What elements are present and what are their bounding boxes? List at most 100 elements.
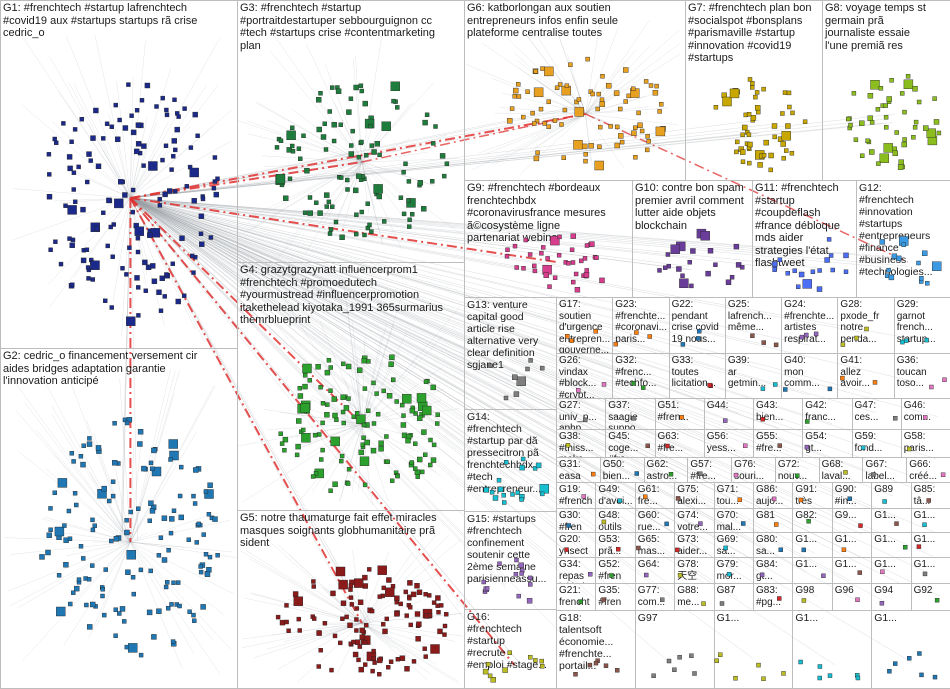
group-panel-g35: G35: #frenc... patrici... xyxy=(595,583,635,611)
group-panel-g85: G85: tâ... xyxy=(911,482,950,509)
group-label: G77: com... xyxy=(638,585,673,608)
group-panel-g110: G1... xyxy=(871,610,950,689)
group-label: G52: #frenc... xyxy=(598,559,633,584)
group-label: G46: com... xyxy=(904,400,949,423)
group-label: G15: #startups #frenchtech confinement s… xyxy=(467,513,555,585)
group-label: G49: d'avoi... xyxy=(598,484,633,507)
group-label: G1... xyxy=(914,510,949,522)
group-label: G34: repas initiativ... xyxy=(559,559,594,584)
group-panel-g39: G39: ar getmin... xyxy=(725,353,782,399)
group-label: G1... xyxy=(874,559,909,571)
group-panel-g84: G84: gt... xyxy=(753,557,793,584)
group-label: G85: tâ... xyxy=(914,484,949,507)
group-label: G7: #frenchtech plan bon #socialspot #bo… xyxy=(688,2,821,65)
group-panel-g57: G57: #fre... xyxy=(687,457,732,483)
group-panel-g56: G56: yess... xyxy=(704,429,754,458)
group-panel-g81: G81 xyxy=(753,508,793,533)
group-label: G86: aujo... xyxy=(756,484,791,507)
group-panel-g22: G22: pendant crise covid 19 nous... xyxy=(669,297,726,354)
group-label: G88: me... xyxy=(677,585,712,608)
group-label: G24: #frenchte... artistes respirat... xyxy=(784,299,836,345)
group-panel-g24: G24: #frenchte... artistes respirat... xyxy=(781,297,838,354)
group-label: G60: rue... xyxy=(638,510,673,533)
group-panel-g62: G62: astro... xyxy=(644,457,689,483)
group-label: G1... xyxy=(795,612,870,624)
group-panel-g87: G87 xyxy=(714,583,754,611)
group-label: G19: #frenchte... quebecret... amour ebo… xyxy=(559,484,594,509)
group-panel-g83: G83: #pg... xyxy=(753,583,793,611)
group-label: G21: frenchtec... devient #commun... xyxy=(559,585,594,611)
group-panel-g11: G11: #frenchtech #startup #coupdeflash #… xyxy=(752,180,857,298)
group-panel-g78: G78: 天空 xyxy=(674,557,714,584)
group-panel-g94: G94 xyxy=(871,583,911,611)
group-panel-g92: G92 xyxy=(911,583,950,611)
group-panel-g105: G1... xyxy=(832,557,872,584)
group-panel-g101: G1... xyxy=(832,532,872,558)
group-panel-g38: G38: #thiss... make... xyxy=(556,429,606,458)
group-panel-g99: G1... xyxy=(911,508,950,533)
group-label: G65: mas... xyxy=(638,534,673,557)
group-label: G96 xyxy=(835,585,870,597)
group-panel-g60: G60: rue... xyxy=(635,508,675,533)
group-panel-g100: G1... xyxy=(792,532,832,558)
group-label: G98 xyxy=(795,585,830,597)
group-panel-g55: G55: #fre... xyxy=(753,429,803,458)
group-panel-g90: G90: #in... xyxy=(832,482,872,509)
group-panel-g4: G4: grazytgrazynatt influencerprom1 #fre… xyxy=(237,262,465,511)
group-label: G69: sa... xyxy=(717,534,752,557)
group-panel-g93: G9... xyxy=(832,508,872,533)
group-label: G6: katborlongan aux soutien entrepreneu… xyxy=(467,2,684,40)
group-label: G53: prã... xyxy=(598,534,633,557)
group-label: G2: cedric_o financement versement cir a… xyxy=(3,350,236,388)
group-panel-g69: G69: sa... xyxy=(714,532,754,558)
group-label: G51: #fren... xyxy=(658,400,703,423)
group-label: G66: créé... xyxy=(909,459,949,482)
group-label: G58: paris... xyxy=(904,431,949,454)
group-panel-g3: G3: #frenchtech #startup #portraitdestar… xyxy=(237,0,465,263)
group-panel-g14: G14: #frenchtech #startup par dã pressec… xyxy=(464,409,557,512)
group-label: G92 xyxy=(914,585,949,597)
group-label: G29: garnot french... startup... xyxy=(897,299,949,345)
group-label: G91: très xyxy=(795,484,830,507)
group-label: G27: univ_p... aphp kering... xyxy=(559,400,604,430)
group-label: G35: #frenc... patrici... xyxy=(598,585,633,611)
group-panel-g44: G44: xyxy=(704,398,754,430)
group-panel-g103: G1... xyxy=(911,532,950,558)
group-label: G39: ar getmin... xyxy=(728,355,780,390)
group-label: G84: gt... xyxy=(756,559,791,582)
group-label: G59: fond... xyxy=(855,431,900,454)
group-panel-g68: G68: laval... xyxy=(819,457,864,483)
group-label: G33: toutes licitation... xyxy=(672,355,724,390)
group-panel-g70: G70: mal... xyxy=(714,508,754,533)
group-label: G57: #fre... xyxy=(690,459,730,482)
group-panel-g34: G34: repas initiativ... xyxy=(556,557,596,584)
group-panel-g45: G45: coge... #fre... xyxy=(605,429,655,458)
group-panel-g13: G13: venture capital good article rise a… xyxy=(464,297,557,410)
group-label: G16: #frenchtech #startup #recrute #empl… xyxy=(467,611,555,671)
group-label: G1... xyxy=(874,612,949,624)
group-label: G61: fre... xyxy=(638,484,673,507)
group-label: G43: bien... xyxy=(756,400,801,423)
group-label: G80: sa... xyxy=(756,534,791,557)
group-panel-g64: G64: xyxy=(635,557,675,584)
group-panel-g30: G30: #frenc... france... xyxy=(556,508,596,533)
group-panel-g73: G73: aider... xyxy=(674,532,714,558)
group-label: G54: gt... xyxy=(805,431,850,454)
group-panel-g1: G1: #frenchtech #startup lafrenchtech #c… xyxy=(0,0,238,349)
group-label: G40: mon comm... xyxy=(784,355,836,390)
group-label: G55: #fre... xyxy=(756,431,801,454)
group-label: G1... xyxy=(795,559,830,571)
group-label: G1... xyxy=(795,534,830,546)
group-panel-g61: G61: fre... xyxy=(635,482,675,509)
group-panel-g50: G50: bien... xyxy=(600,457,645,483)
group-label: G14: #frenchtech #startup par dã pressec… xyxy=(467,411,555,495)
group-panel-g71: G71: tou... xyxy=(714,482,754,509)
group-label: G1... xyxy=(874,534,909,546)
group-label: G25: lafrench... même... xyxy=(728,299,780,334)
group-label: G41: allez avoir... xyxy=(840,355,892,390)
group-label: G31: easa bravo elixir... xyxy=(559,459,599,483)
group-label: G1... xyxy=(835,559,870,571)
group-label: G1... xyxy=(914,559,949,571)
group-panel-g82: G82: xyxy=(792,508,832,533)
group-label: G97 xyxy=(638,612,713,624)
